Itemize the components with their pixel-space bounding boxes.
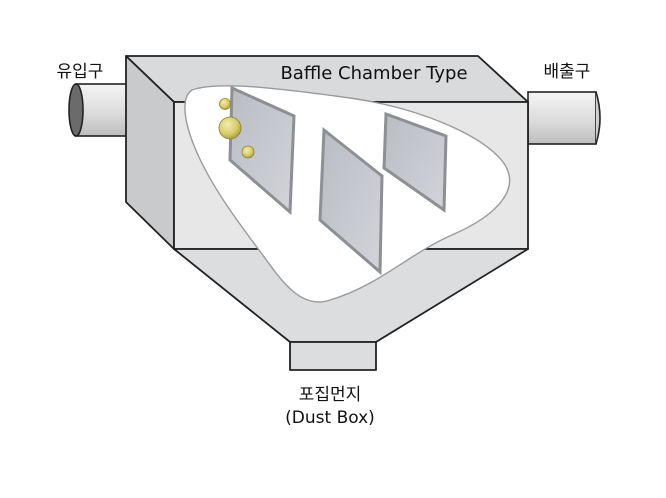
dust-particle-icon bbox=[241, 145, 255, 159]
outlet-label: 배출구 bbox=[544, 62, 591, 82]
outlet-pipe-icon bbox=[527, 91, 601, 145]
dust-box bbox=[289, 341, 377, 371]
baffle-plate-icon bbox=[318, 127, 384, 276]
baffle-plate-icon bbox=[382, 111, 448, 213]
dust-box-label-ko: 포집먼지 bbox=[299, 385, 362, 405]
chamber-title: Baffle Chamber Type bbox=[280, 63, 467, 84]
dust-box-label-en: (Dust Box) bbox=[285, 408, 375, 428]
dust-particle-icon bbox=[218, 116, 242, 140]
dust-particles bbox=[218, 98, 255, 159]
dust-particle-icon bbox=[219, 98, 231, 110]
inlet-label: 유입구 bbox=[57, 62, 104, 82]
baffle-plates bbox=[228, 85, 448, 276]
